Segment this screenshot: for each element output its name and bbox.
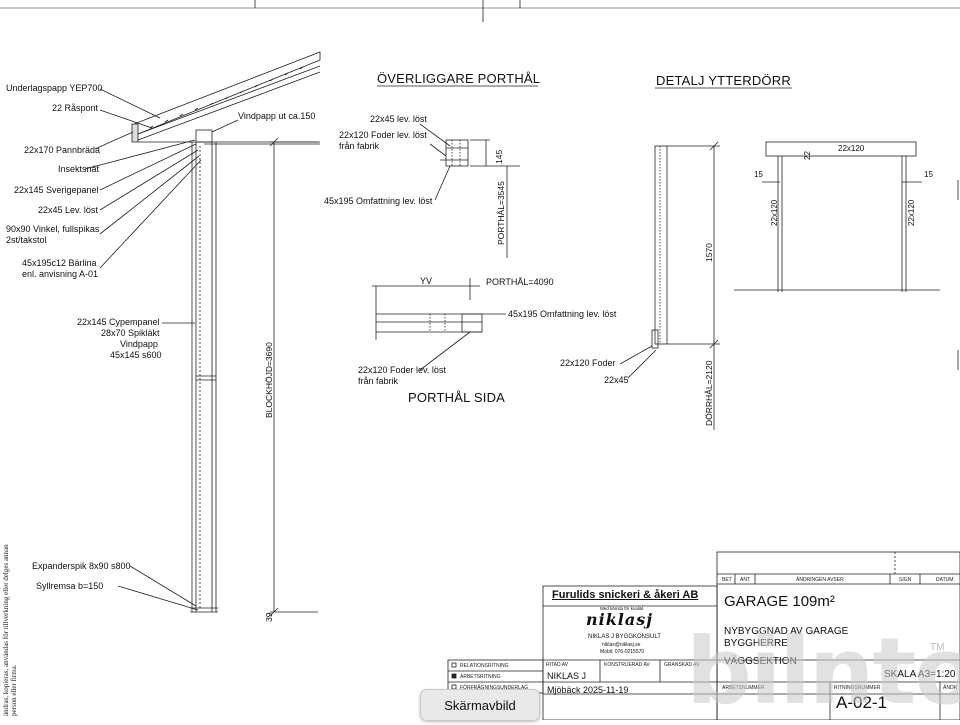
callout-anvisning: enl. anvisning A-01 [22, 269, 99, 279]
callout-takstol: 2st/takstol [6, 235, 47, 245]
dim-porthal-width: PORTHÅL=4090 [486, 277, 554, 287]
consultant-mobile: Mobil: 076-0215570 [600, 649, 645, 655]
drawing-number: A-02-1 [836, 693, 888, 712]
rev-datum: DATUM [936, 577, 954, 583]
andr-label: ÄNDR [943, 685, 958, 691]
dim-right-side: 22x120 [907, 199, 916, 226]
scale: SKALA A3=1:20 [884, 669, 956, 680]
dim-blockhojd: BLOCKHÖJD=3690 [264, 342, 274, 418]
rev-bet: BET [722, 577, 732, 583]
rev-ant: ANT [740, 577, 750, 583]
title-porthal-sida: PORTHÅL SIDA [408, 390, 506, 405]
granskad-label: GRANSKAD AV [664, 662, 700, 668]
callout-lev-lost: 22x45 Lev. löst [38, 205, 98, 215]
label-sida-omfattning: 45x195 Omfattning lev. löst [508, 309, 617, 319]
label-sida-foder: 22x120 Foder lev. löst [358, 365, 446, 375]
ritad-av-label: RITAD AV [546, 662, 569, 668]
label-22x45: 22x45 lev. löst [370, 114, 427, 124]
rev-sign: SIGN [899, 577, 912, 583]
callout-underlagspapp: Underlagspapp YEP700 [6, 83, 103, 93]
label-dorr-foder: 22x120 Foder [560, 358, 616, 368]
callout-syllremsa: Syllremsa b=150 [36, 581, 104, 591]
consultant-email: niklas@niklasj.se [602, 642, 641, 648]
rev-andring: ÄNDRINGEN AVSER [796, 577, 844, 583]
margin-note-1: ändras, kopieras, användas för tillverkn… [2, 544, 10, 716]
callout-pannbrada: 22x170 Pannbräda [24, 145, 101, 155]
callout-regel: 45x145 s600 [110, 350, 162, 360]
dim-left-side: 22x120 [770, 199, 779, 226]
callout-sverigepanel: 22x145 Sverigepanel [14, 185, 99, 195]
project-desc1: NYBYGGNAD AV GARAGE [724, 626, 849, 637]
title-overliggare: ÖVERLIGGARE PORTHÅL [377, 71, 541, 86]
callout-vinkel: 90x90 Vinkel, fullspikas [6, 224, 100, 234]
watermark-logo: bilnto [686, 618, 960, 725]
ritningsnummer-label: RITNINGSNUMMER [834, 685, 881, 691]
callout-vindpapp-ut: Vindpapp ut ca.150 [238, 111, 316, 121]
konstruerad-label: KONSTRUERAD AV [604, 662, 650, 668]
callout-spiklakt: 28x70 Spikläkt [101, 328, 160, 338]
dim-frame-22: 22 [803, 151, 812, 160]
place-date: Mjöbäck 2025-11-19 [547, 685, 629, 695]
label-fran-fabrik: från fabrik [339, 141, 380, 151]
dim-left-15: 15 [754, 170, 763, 179]
company-sub: Med känsla för kvalité [600, 606, 644, 611]
title-ytterdorr: DETALJ YTTERDÖRR [656, 73, 791, 88]
project-desc2: BYGGHERRE [724, 638, 788, 649]
sheet-type: VÄGGSEKTION [724, 656, 797, 667]
dim-bottom: 39 [264, 612, 274, 622]
label-yv: YV [420, 276, 433, 286]
callout-vindpapp: Vindpapp [120, 339, 158, 349]
dim-porthal-height: PORTHÅL=3545 [496, 181, 506, 245]
label-dorr-22x45: 22x45 [604, 375, 629, 385]
ritad-av: NIKLAS J [547, 671, 587, 681]
watermark-tm: TM [930, 642, 945, 653]
margin-note-2: person eller firma. [10, 664, 18, 716]
logo-niklasj: niklasj [586, 610, 654, 629]
status-forfragning: FÖRFRÅGNINGSUNDERLAG [460, 685, 529, 691]
consultant-name: NIKLAS J BYGGKONSULT [588, 634, 661, 640]
dim-dorrhal: DÖRRHÅL=2120 [704, 360, 714, 426]
label-sida-fabrik: från fabrik [358, 376, 399, 386]
callout-cypempanel: 22x145 Cypempanel [77, 317, 160, 327]
dim-145: 145 [494, 149, 504, 164]
callout-insektsnat: Insektsnät [58, 164, 100, 174]
callout-expanderspik: Expanderspik 8x90 s800 [32, 561, 131, 571]
label-foder: 22x120 Foder lev. löst [339, 130, 427, 140]
arbetsnummer-label: ARBETSNUMMER [722, 685, 765, 691]
callout-barlina: 45x195c12 Bärlina [22, 258, 97, 268]
dim-frame-top: 22x120 [838, 144, 865, 153]
callout-raspont: 22 Råspont [52, 103, 99, 113]
company-name: Furulids snickeri & åkeri AB [552, 589, 699, 601]
dim-right-15: 15 [924, 170, 933, 179]
status-arbetsritning: ARBETSRITNING [460, 674, 501, 680]
status-relation: RELATIONSRITNING [460, 663, 509, 669]
label-omfattning: 45x195 Omfattning lev. löst [324, 196, 433, 206]
dim-1570: 1570 [704, 243, 714, 262]
screenshot-badge[interactable]: Skärmavbild [420, 689, 540, 721]
project-title: GARAGE 109m² [724, 593, 835, 610]
